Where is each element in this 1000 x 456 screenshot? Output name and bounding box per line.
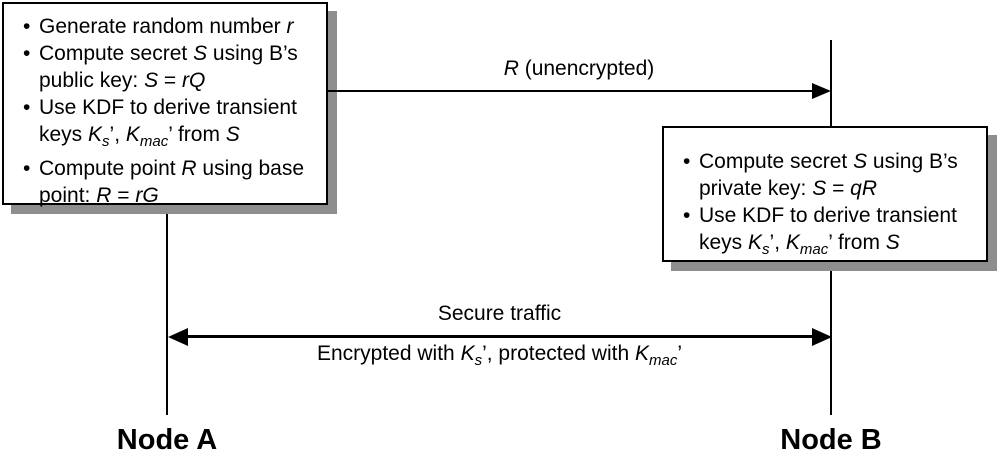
arrowhead-left-icon bbox=[168, 328, 188, 346]
node-a-title: Node A bbox=[116, 424, 218, 456]
message-r-label: R (unencrypted) bbox=[503, 57, 655, 80]
node-a-actions-box: Generate random number r Compute secret … bbox=[2, 2, 328, 207]
secure-traffic-label: Secure traffic bbox=[437, 302, 562, 325]
secure-traffic-sublabel: Encrypted with Ks’, protected with Kmac’ bbox=[316, 342, 683, 369]
message-r-arrow-line bbox=[328, 90, 814, 92]
bullet-item: Generate random number r bbox=[22, 13, 324, 40]
arrowhead-right-icon bbox=[812, 83, 831, 99]
node-a-lifeline bbox=[166, 205, 168, 415]
node-b-title: Node B bbox=[780, 424, 882, 456]
arrowhead-right-icon bbox=[812, 328, 832, 346]
secure-traffic-arrow-line bbox=[182, 335, 818, 338]
